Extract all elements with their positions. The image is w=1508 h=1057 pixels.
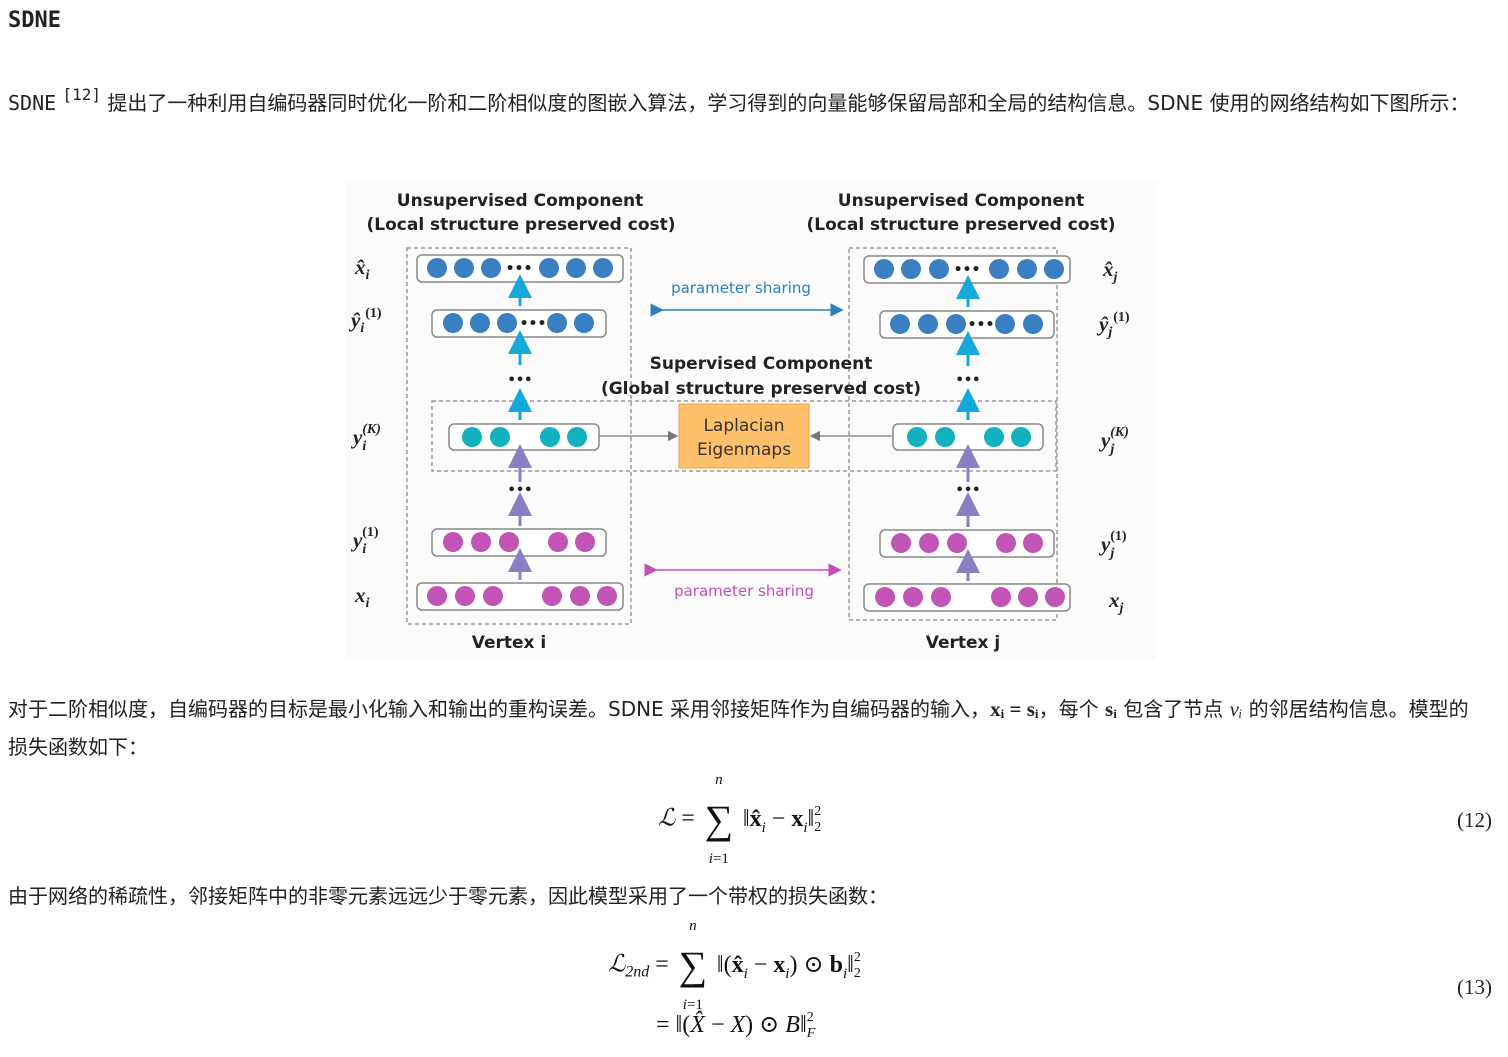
section-heading: SDNE [8, 8, 61, 33]
label-yhat1-j: ŷj(1) [1096, 310, 1130, 340]
label-y1-i: yi(1) [350, 525, 379, 557]
sdne-term: SDNE [8, 91, 57, 115]
label-xhat-i: x̂i [354, 255, 370, 283]
citation-link[interactable]: [12] [62, 85, 102, 104]
svg-text:•••: ••• [968, 317, 995, 333]
right-xhat-layer: ••• [863, 255, 1071, 284]
left-ellipsis-bottom: ••• [508, 483, 533, 498]
label-x-j: xj [1108, 588, 1124, 616]
unsup-left-subtitle: (Local structure preserved cost) [366, 215, 675, 235]
si-symbol: sᵢ [1105, 697, 1117, 721]
label-y1-j: yj(1) [1098, 529, 1127, 561]
laplacian-line1: Laplacian [703, 416, 784, 436]
left-ellipsis-top: ••• [508, 373, 533, 388]
param-sharing-bottom-label: parameter sharing [674, 582, 814, 600]
label-yK-i: yi(K) [350, 422, 381, 454]
unsup-right-title: Unsupervised Component [838, 191, 1084, 211]
label-x-i: xi [354, 583, 370, 611]
right-yK-layer [892, 423, 1044, 451]
unsup-left-title: Unsupervised Component [397, 191, 643, 211]
laplacian-line2: Eigenmaps [697, 440, 791, 460]
sup-title: Supervised Component [650, 354, 873, 374]
label-yK-j: yj(K) [1098, 425, 1129, 457]
vertex-j-label: Vertex j [926, 633, 1001, 653]
vertex-i-label: Vertex i [472, 633, 547, 653]
sup-subtitle: (Global structure preserved cost) [601, 379, 921, 399]
right-yhat1-layer: ••• [879, 310, 1055, 339]
right-x-layer [863, 583, 1071, 612]
equation-13-number: (13) [1457, 975, 1492, 999]
vertex-i-dashed-box [406, 247, 632, 625]
unsup-right-subtitle: (Local structure preserved cost) [806, 215, 1115, 235]
intro-text: 提出了一种利用自编码器同时优化一阶和二阶相似度的图嵌入算法，学习得到的向量能够保… [101, 91, 1470, 115]
label-xhat-j: x̂j [1102, 257, 1118, 285]
svg-text:•••: ••• [954, 262, 981, 278]
intro-paragraph: SDNE [12] 提出了一种利用自编码器同时优化一阶和二阶相似度的图嵌入算法，… [8, 84, 1488, 122]
left-yK-layer [448, 423, 600, 451]
xi-equals-si: xᵢ = sᵢ [990, 697, 1039, 721]
vi-symbol: vᵢ [1229, 697, 1243, 721]
equation-12-number: (12) [1457, 808, 1492, 832]
right-y1-layer [879, 529, 1055, 558]
left-y1-layer [431, 528, 607, 557]
sdne-architecture-figure: Unsupervised Component (Local structure … [345, 182, 1157, 660]
label-yhat1-i: ŷi(1) [348, 306, 382, 336]
left-yhat1-layer: ••• [431, 309, 607, 338]
vertex-j-dashed-box [848, 247, 1058, 621]
left-x-layer [416, 582, 624, 611]
weighted-loss-paragraph: 由于网络的稀疏性，邻接矩阵中的非零元素远远少于零元素，因此模型采用了一个带权的损… [8, 884, 888, 908]
laplacian-box [678, 403, 810, 469]
second-order-paragraph: 对于二阶相似度，自编码器的目标是最小化输入和输出的重构误差。SDNE 采用邻接矩… [8, 697, 1469, 759]
supervised-dashed-box [431, 400, 1057, 472]
right-ellipsis-bottom: ••• [956, 483, 981, 498]
svg-text:•••: ••• [520, 316, 547, 332]
left-xhat-layer: ••• [416, 254, 624, 283]
svg-text:•••: ••• [506, 261, 533, 277]
param-sharing-top-label: parameter sharing [671, 279, 811, 297]
right-ellipsis-top: ••• [956, 373, 981, 388]
